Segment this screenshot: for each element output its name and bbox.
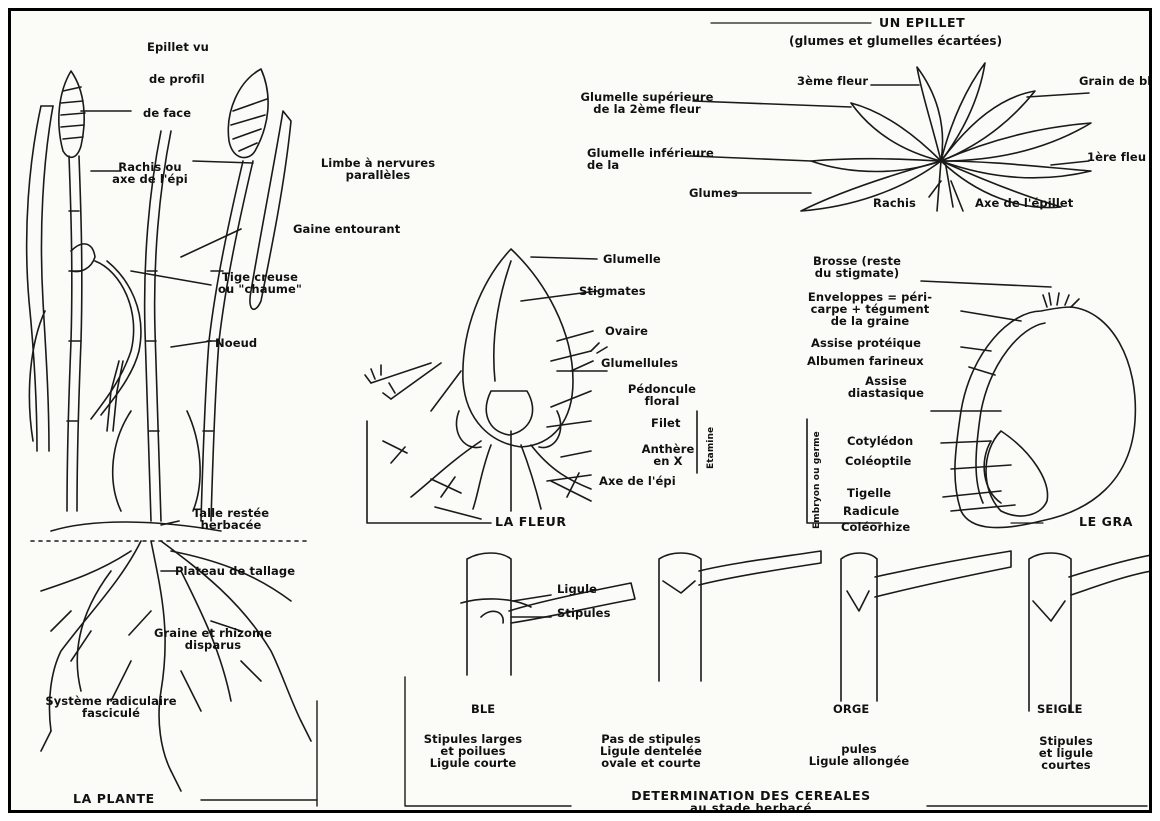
label-stipules: Stipules — [557, 607, 611, 619]
title-un-epillet-sub: (glumes et glumelles écartées) — [789, 35, 1002, 47]
label-axe-epillet: Axe de l'épillet — [975, 197, 1073, 209]
label-assise-proteique: Assise protéique — [811, 337, 921, 349]
label-orge: ORGE — [833, 703, 869, 715]
label-filet: Filet — [651, 417, 681, 429]
label-albumen: Albumen farineux — [807, 355, 924, 367]
label-seigle: SEIGLE — [1037, 703, 1083, 715]
label-tigelle: Tigelle — [847, 487, 891, 499]
label-coleorhize: Coléorhize — [841, 521, 910, 533]
title-la-plante: LA PLANTE — [73, 793, 155, 805]
title-un-epillet: UN EPILLET — [879, 17, 965, 29]
label-axe-epi: Axe de l'épi — [599, 475, 676, 487]
title-la-fleur: LA FLEUR — [495, 516, 567, 528]
label-etamine: Etamine — [705, 427, 717, 469]
label-glumellules: Glumellules — [601, 357, 678, 369]
label-coleoptile: Coléoptile — [845, 455, 911, 467]
label-glumes: Glumes — [689, 187, 738, 199]
label-radicule: Radicule — [843, 505, 899, 517]
label-ble: BLE — [471, 703, 495, 715]
title-le-grain: LE GRA — [1079, 516, 1133, 528]
label-embryon: Embryon ou germe — [811, 431, 823, 529]
label-gaine: Gaine entourant — [293, 223, 400, 235]
label-3eme-fleur: 3ème fleur — [797, 75, 868, 87]
label-ligule: Ligule — [557, 583, 597, 595]
illustration — [11, 11, 1149, 810]
label-noeud: Noeud — [215, 337, 257, 349]
label-de-face: de face — [143, 107, 191, 119]
label-plateau: Plateau de tallage — [175, 565, 295, 577]
label-glumelle: Glumelle — [603, 253, 661, 265]
label-ovaire: Ovaire — [605, 325, 648, 337]
label-de-profil: de profil — [149, 73, 205, 85]
epillet-drawing — [691, 23, 1091, 211]
label-grain-de-ble: Grain de bl — [1079, 75, 1151, 87]
label-epillet-vu: Epillet vu — [147, 41, 209, 53]
label-stigmates: Stigmates — [579, 285, 646, 297]
label-cotyledon: Cotylédon — [847, 435, 913, 447]
label-rachis-epillet: Rachis — [873, 197, 916, 209]
label-1ere-fleur: 1ère fleu — [1087, 151, 1146, 163]
